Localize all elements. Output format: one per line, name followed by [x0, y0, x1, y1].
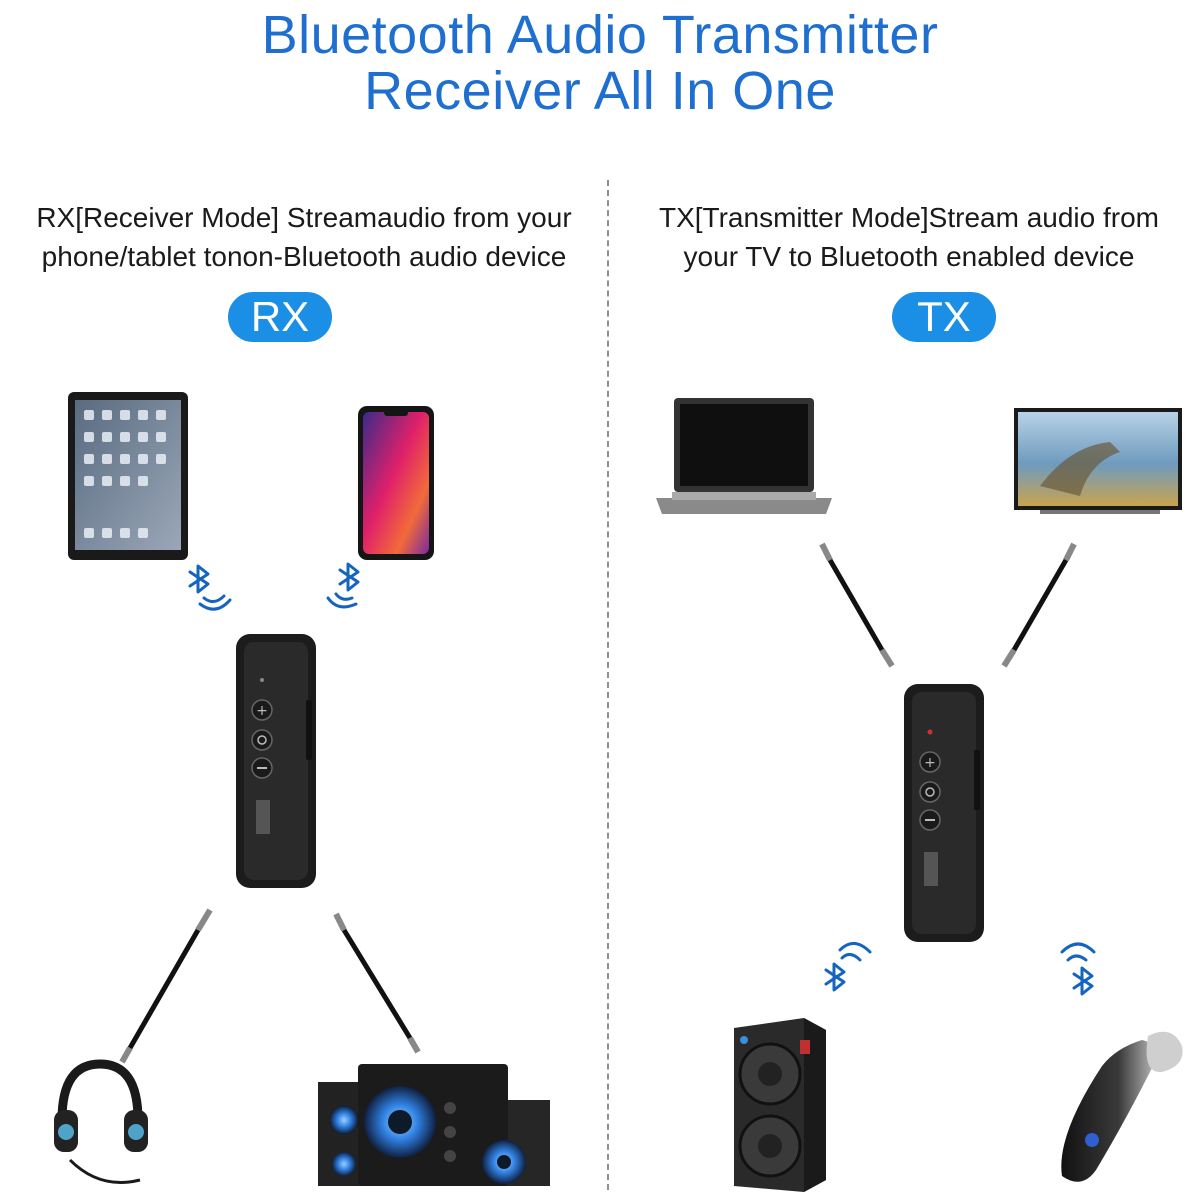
laptop-icon: [656, 398, 832, 514]
tx-description-line-2: your TV to Bluetooth enabled device: [683, 241, 1135, 272]
portable-speaker-icon: [734, 1018, 826, 1192]
bluetooth-icon: [326, 562, 360, 609]
page-title-line-1: Bluetooth Audio Transmitter: [261, 5, 939, 65]
section-divider: [607, 180, 609, 1190]
television-icon: [1014, 408, 1182, 514]
bluetooth-icon: [1060, 942, 1096, 996]
tablet-icon: [68, 392, 188, 560]
rx-description-line-1: RX[Receiver Mode] Streamaudio from your: [36, 202, 572, 233]
audio-cable-icon: [333, 912, 421, 1054]
tx-transmitter-receiver-device: +: [904, 684, 984, 942]
speaker-system-icon: [318, 1064, 550, 1186]
tx-description-line-1: TX[Transmitter Mode]Stream audio from: [658, 202, 1159, 233]
tx-description: TX[Transmitter Mode]Stream audio from yo…: [618, 198, 1200, 276]
rx-badge: RX: [228, 292, 332, 342]
svg-text:+: +: [924, 755, 936, 771]
audio-cable-icon: [119, 908, 213, 1064]
rx-transmitter-receiver-device: +: [236, 634, 316, 888]
rx-description: RX[Receiver Mode] Streamaudio from your …: [4, 198, 604, 276]
smartphone-icon: [358, 406, 434, 560]
headphones-icon: [54, 1059, 148, 1184]
tx-badge: TX: [892, 292, 996, 342]
bluetooth-icon: [824, 942, 872, 992]
page-title-line-2: Receiver All In One: [364, 61, 836, 121]
bluetooth-headset-icon: [1061, 1031, 1183, 1182]
bluetooth-icon: [188, 564, 232, 611]
rx-description-line-2: phone/tablet tonon-Bluetooth audio devic…: [41, 241, 567, 272]
audio-cable-icon: [1001, 542, 1077, 668]
svg-text:+: +: [256, 703, 268, 719]
audio-cable-icon: [819, 542, 895, 668]
